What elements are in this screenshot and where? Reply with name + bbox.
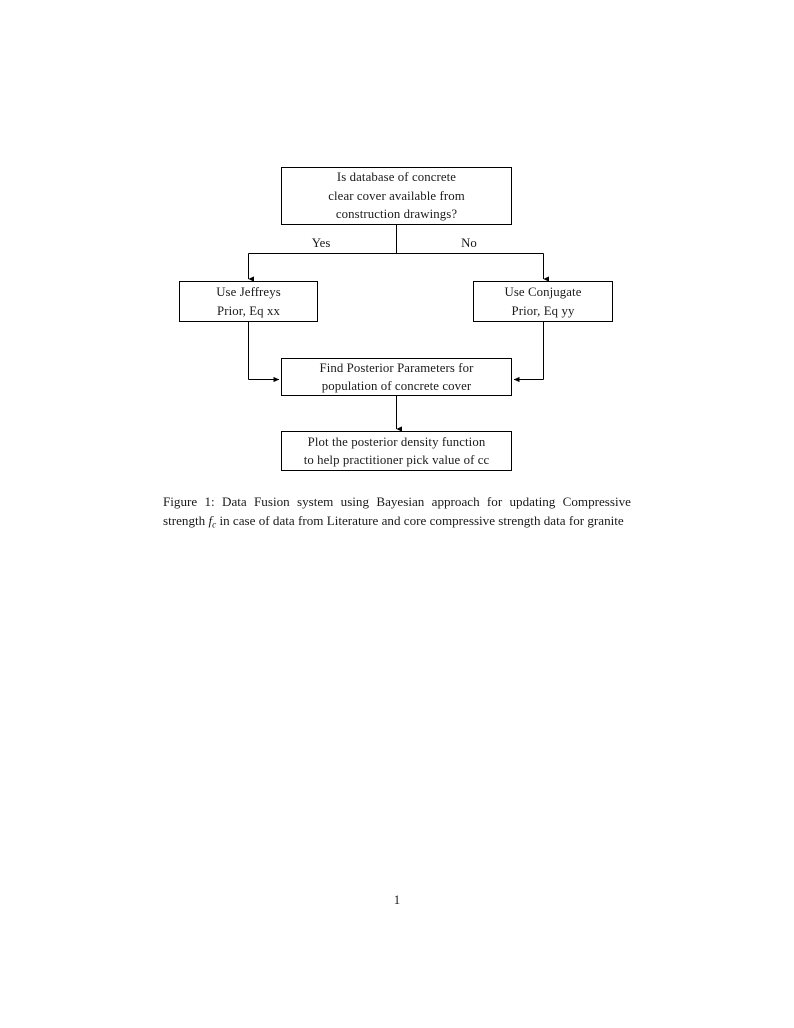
decision-node-line-2: clear cover available from bbox=[328, 188, 465, 203]
figure-flowchart: Is database of concrete clear cover avai… bbox=[0, 0, 794, 490]
decision-node: Is database of concrete clear cover avai… bbox=[281, 167, 512, 225]
decision-node-line-1: Is database of concrete bbox=[336, 170, 457, 185]
figure-caption-label: Figure 1: bbox=[163, 494, 215, 509]
conjugate-prior-node: Use Conjugate Prior, Eq yy bbox=[473, 281, 613, 322]
jeffreys-prior-node-line-2: Prior, Eq xx bbox=[217, 303, 280, 318]
edge-label-yes: Yes bbox=[311, 236, 331, 250]
flowchart-connectors bbox=[248, 225, 550, 432]
figure-caption-math-subscript: c bbox=[212, 519, 217, 530]
find-posterior-node-line-1: Find Posterior Parameters for bbox=[319, 360, 474, 375]
figure-caption: Figure 1: Data Fusion system using Bayes… bbox=[163, 492, 631, 535]
figure-caption-math-variable: f bbox=[208, 513, 213, 529]
figure-caption-text-before: Data Fusion system using Bayesian approa… bbox=[163, 494, 631, 529]
conjugate-prior-node-line-2: Prior, Eq yy bbox=[511, 303, 575, 318]
jeffreys-prior-node-line-1: Use Jeffreys bbox=[216, 285, 281, 299]
find-posterior-node-line-2: population of concrete cover bbox=[321, 379, 472, 393]
find-posterior-node: Find Posterior Parameters for population… bbox=[281, 358, 512, 396]
jeffreys-prior-node: Use Jeffreys Prior, Eq xx bbox=[179, 281, 318, 322]
page-number: 1 bbox=[393, 893, 401, 907]
conjugate-prior-node-line-1: Use Conjugate bbox=[504, 285, 582, 299]
plot-posterior-node: Plot the posterior density function to h… bbox=[281, 431, 512, 471]
edge-label-no: No bbox=[461, 236, 477, 250]
plot-posterior-node-line-1: Plot the posterior density function bbox=[307, 434, 486, 449]
decision-node-line-3: construction drawings? bbox=[335, 207, 458, 222]
plot-posterior-node-line-2: to help practitioner pick value of cc bbox=[303, 453, 490, 467]
figure-caption-text-after: in case of data from Literature and core… bbox=[216, 513, 624, 529]
